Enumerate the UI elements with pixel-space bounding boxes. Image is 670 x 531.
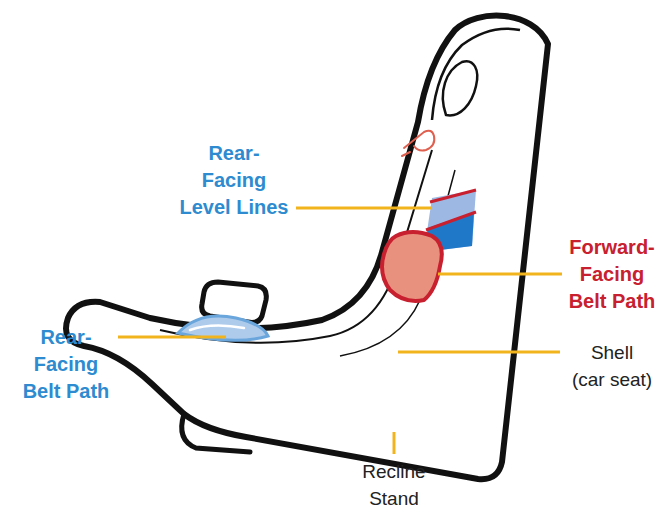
seat-shell bbox=[66, 16, 548, 480]
leader-lines bbox=[118, 208, 562, 454]
forward-facing-belt-path bbox=[382, 232, 442, 301]
callout-label: Forward-Facing Belt Path bbox=[569, 234, 656, 315]
leader-line bbox=[393, 432, 396, 454]
leader-line bbox=[438, 273, 562, 276]
tether-icon bbox=[402, 131, 434, 156]
callout-label: Rear-Facing Belt Path bbox=[23, 324, 110, 405]
callout-label: Rear-Facing Level Lines bbox=[180, 140, 289, 221]
part-label: Recline Stand bbox=[362, 458, 425, 512]
belt-path-highlight bbox=[190, 325, 244, 330]
head-wing bbox=[443, 61, 477, 115]
headrest-contour bbox=[432, 29, 520, 120]
level-line bbox=[430, 190, 476, 202]
leader-line bbox=[398, 351, 560, 354]
base-foot bbox=[182, 414, 250, 452]
part-label: Shell (car seat) bbox=[572, 339, 652, 393]
leader-line bbox=[118, 336, 226, 339]
level-line bbox=[426, 212, 476, 230]
leader-line bbox=[296, 207, 432, 210]
